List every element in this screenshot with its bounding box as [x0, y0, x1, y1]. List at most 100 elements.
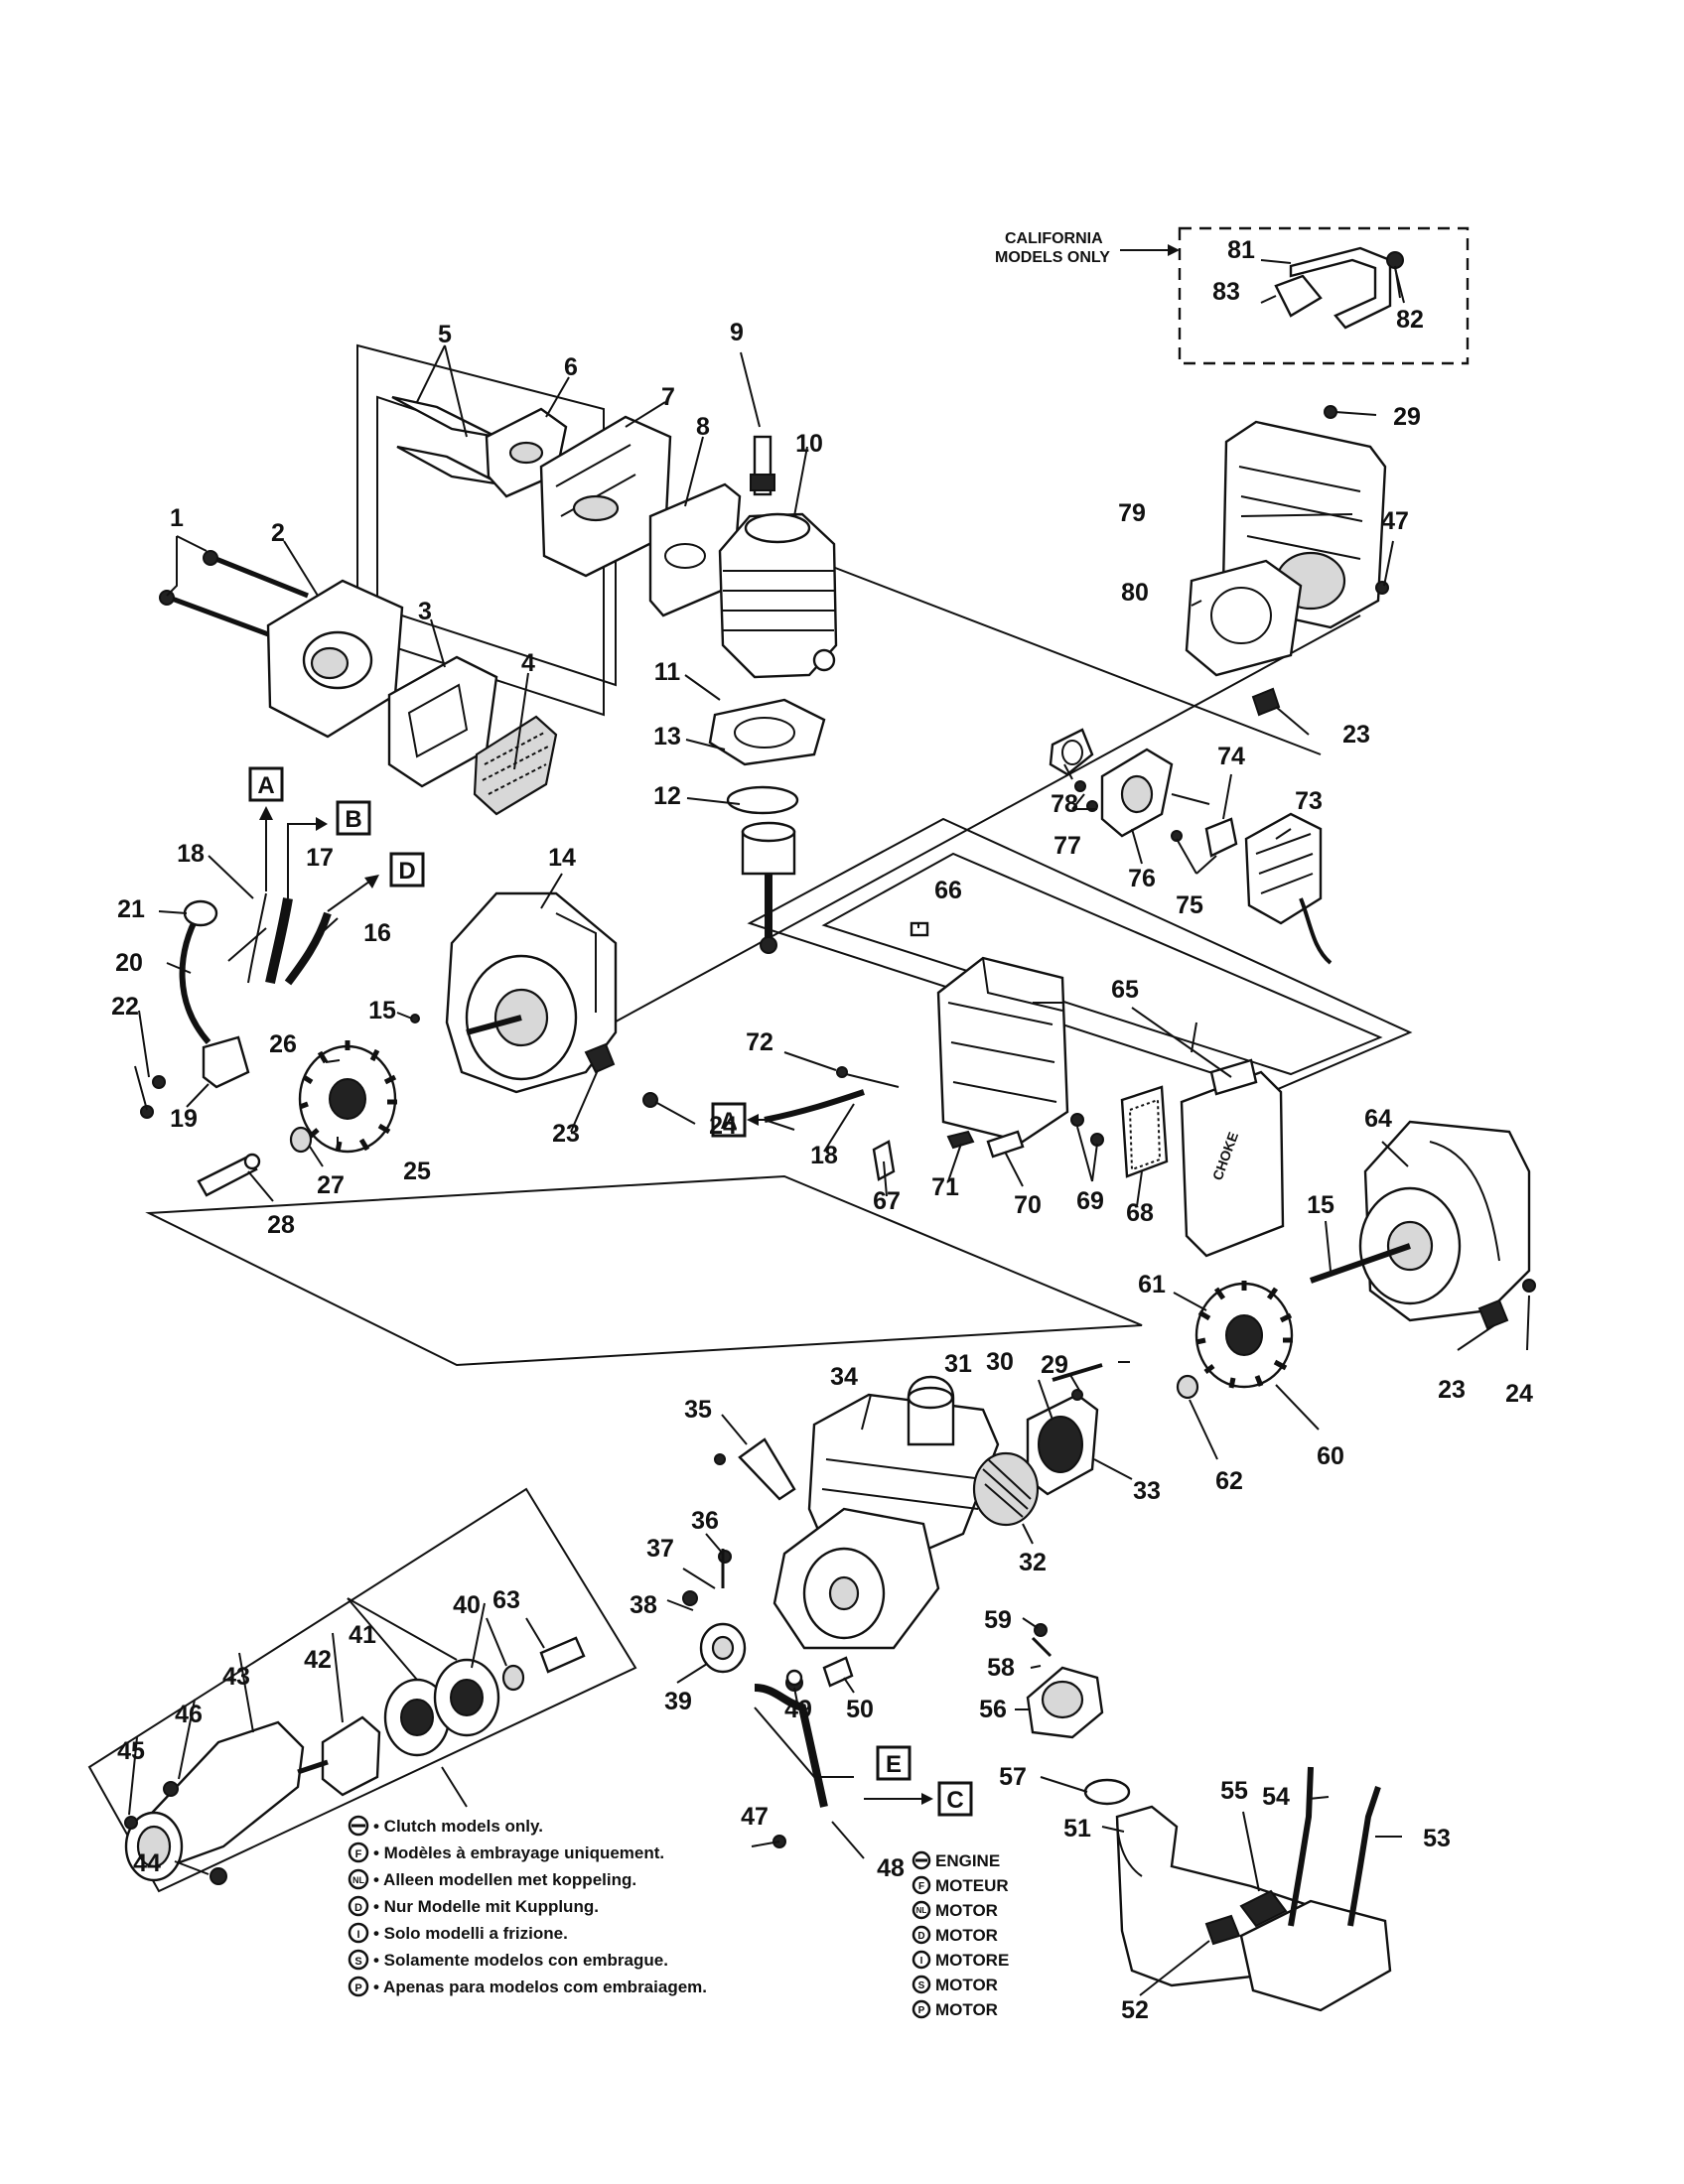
ref-box-C-label: C: [946, 1787, 963, 1814]
callout-14: 14: [548, 844, 576, 872]
callout-17: 17: [306, 844, 334, 872]
ref-box-E-label: E: [886, 1751, 902, 1778]
callout-31: 31: [944, 1350, 972, 1378]
nut-49: [785, 1669, 803, 1687]
callout-71: 71: [931, 1173, 959, 1201]
svg-text:S: S: [918, 1980, 925, 1991]
callout-15a: 15: [368, 997, 396, 1024]
ref-box-D: [389, 852, 425, 887]
starter-housing-assembly: [714, 1363, 1103, 1650]
nut-28: [197, 1155, 258, 1197]
wire-18: [247, 892, 267, 984]
engine-legend-row: I MOTORE: [912, 1950, 1009, 1970]
ignition-module-19: [202, 1035, 250, 1089]
wire-16: [284, 911, 332, 986]
callout-48: 48: [877, 1854, 905, 1882]
clutch-legend-text-fr: • Modèles à embrayage uniquement.: [373, 1843, 664, 1862]
screw-46: [163, 1781, 179, 1797]
svg-text:NL: NL: [352, 1875, 364, 1885]
callout-68: 68: [1126, 1199, 1154, 1227]
gasket-80: [1185, 559, 1303, 677]
clutch-legend-row: NL • Alleen modellen met koppeling.: [348, 1868, 636, 1890]
callout-38: 38: [630, 1591, 657, 1619]
svg-text:P: P: [354, 1982, 361, 1994]
svg-text:I: I: [920, 1956, 923, 1967]
engine-legend-text-nl: MOTOR: [935, 1901, 998, 1920]
callout-55: 55: [1220, 1777, 1248, 1805]
callout-50: 50: [846, 1696, 874, 1723]
clutch-drum-42: [321, 1715, 381, 1797]
pin-71: [946, 1130, 975, 1150]
carburetor-assembly: CHOKE: [764, 921, 1285, 1258]
callout-18b: 18: [810, 1142, 838, 1169]
terminal-21: [183, 899, 218, 927]
callout-28: 28: [267, 1211, 295, 1239]
callout-74: 74: [1217, 743, 1245, 770]
callout-77: 77: [1053, 832, 1081, 860]
valve-83: [1274, 274, 1323, 318]
callout-64: 64: [1364, 1105, 1392, 1133]
callout-57: 57: [999, 1763, 1027, 1791]
callout-81: 81: [1227, 236, 1255, 264]
fan-panel: [145, 1174, 1143, 1367]
engine-legend-text-it: MOTORE: [935, 1951, 1009, 1970]
callout-24b: 24: [1505, 1380, 1533, 1408]
callout-51: 51: [1063, 1815, 1091, 1843]
callout-79: 79: [1118, 499, 1146, 527]
engine-legend-row: ENGINE: [912, 1850, 1000, 1870]
engine-legend: ENGINE F MOTEUR NL MOTOR D MOTOR I MOTOR…: [912, 1850, 1009, 2019]
callout-22: 22: [111, 993, 139, 1021]
piston-ring-13: [726, 785, 799, 815]
callout-1: 1: [170, 504, 184, 532]
carburetor-inner-panel: [821, 852, 1383, 1076]
california-label-line1: CALIFORNIA: [1005, 230, 1103, 247]
engine-legend-row: D MOTOR: [912, 1925, 998, 1945]
callout-13: 13: [653, 723, 681, 751]
callout-21: 21: [117, 895, 145, 923]
carburetor-73: [1244, 812, 1323, 925]
cylinder-assembly: [708, 435, 838, 954]
air-filter-assembly: [159, 550, 558, 816]
cylinder-gasket-11: [708, 698, 826, 766]
engine-legend-text-en: ENGINE: [935, 1851, 1000, 1870]
shield-5: [391, 395, 497, 439]
clutch-legend-row: I • Solo modelli a frizione.: [348, 1922, 568, 1944]
filter-52: [1204, 1914, 1241, 1946]
callout-56: 56: [979, 1696, 1007, 1723]
washer-62: [1176, 1374, 1199, 1400]
callout-60: 60: [1317, 1442, 1344, 1470]
muffler-assembly: [391, 395, 742, 617]
callout-46: 46: [175, 1701, 203, 1728]
callout-54: 54: [1262, 1783, 1290, 1811]
clutch-legend-text-it: • Solo modelli a frizione.: [373, 1924, 568, 1943]
gasket-74: [1204, 817, 1238, 858]
tube-81: [1289, 246, 1392, 330]
callout-35: 35: [684, 1396, 712, 1424]
clutch-legend-text-es: • Solamente modelos con embrague.: [373, 1951, 668, 1970]
callout-45: 45: [117, 1737, 145, 1765]
callout-72: 72: [746, 1028, 773, 1056]
spacer-63: [539, 1636, 586, 1674]
engine-legend-text-fr: MOTEUR: [935, 1876, 1009, 1895]
crankshaft-15: [1310, 1243, 1411, 1284]
callout-29b: 29: [1041, 1351, 1068, 1379]
fuel-line-18: [764, 1089, 865, 1123]
screw-45: [124, 1816, 138, 1830]
engine-legend-row: F MOTEUR: [912, 1875, 1009, 1895]
carburetor-panel: [747, 817, 1413, 1094]
svg-text:F: F: [918, 1881, 924, 1892]
washer-27: [289, 1126, 313, 1154]
flywheel-assembly-left: [197, 1040, 397, 1197]
svg-text:F: F: [355, 1848, 362, 1860]
ref-box-A-carb-label: A: [720, 1108, 737, 1135]
clip-50: [822, 1656, 854, 1688]
callout-5: 5: [438, 321, 452, 348]
fuel-tank-assembly: [1026, 1623, 1392, 2012]
lever-35: [738, 1437, 796, 1501]
crankcase-connection-line: [595, 614, 1361, 1033]
ref-box-A-top-label: A: [257, 772, 274, 799]
oil-seal-23: [584, 1042, 616, 1074]
clutch-legend-row: • Clutch models only.: [348, 1815, 543, 1837]
svg-text:I: I: [356, 1929, 359, 1941]
engine-legend-text-es: MOTOR: [935, 1976, 998, 1994]
